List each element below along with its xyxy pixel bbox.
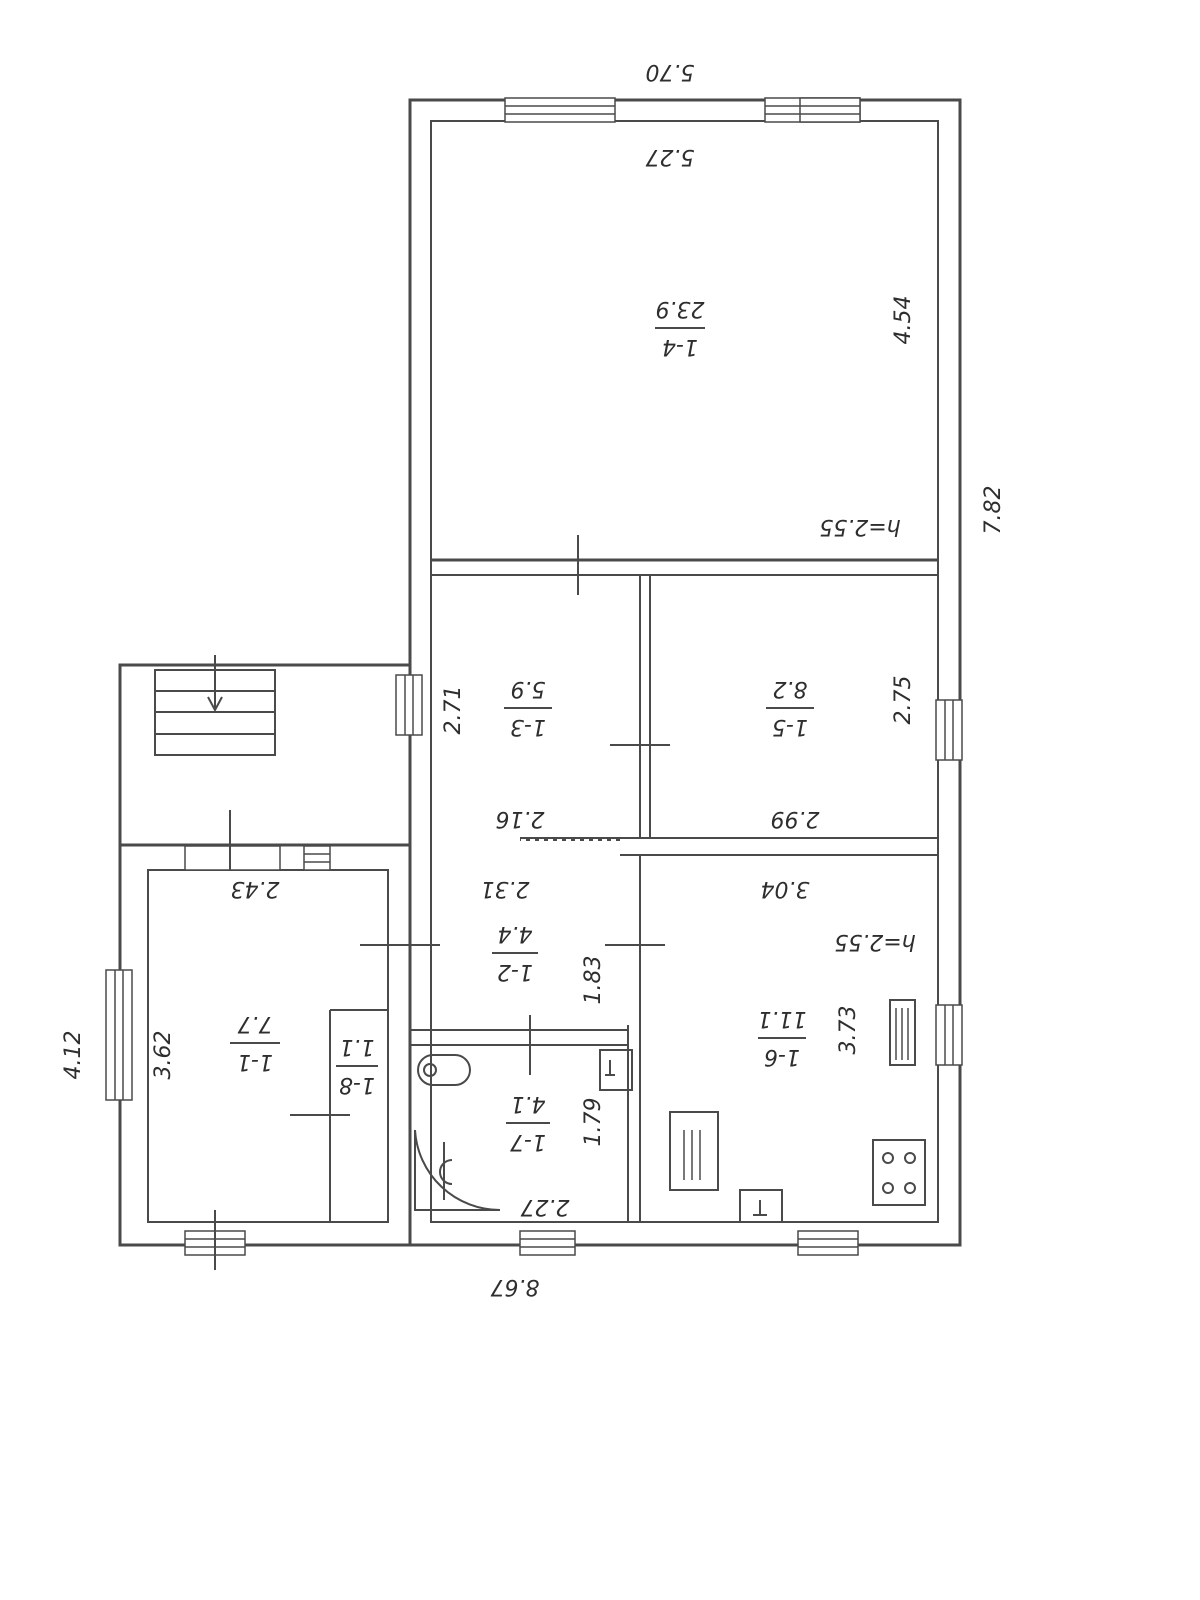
room-r17-id: 1-7 [510, 1129, 546, 1154]
dim-right-outer: 7.82 [981, 486, 1006, 535]
room-r13-id: 1-3 [510, 714, 546, 739]
dim-r12-width: 1.83 [581, 956, 606, 1005]
stairs [154, 655, 276, 756]
counter-icon [739, 1189, 783, 1223]
dim-top-outer: 5.70 [646, 59, 695, 84]
ceiling-r16: h=2.55 [834, 929, 915, 954]
windows [105, 97, 963, 1256]
dim-r13-depth: 2.16 [496, 806, 545, 831]
dim-r17-depth: 2.27 [521, 1194, 570, 1219]
room-r18-area: 1.1 [340, 1034, 375, 1059]
room-r11-area: 7.7 [238, 1011, 273, 1036]
room-r15-area: 8.2 [773, 676, 808, 701]
dim-r11-depth: 2.43 [231, 876, 280, 901]
washbasin-icon [599, 1049, 633, 1091]
interior-walls [329, 558, 938, 1222]
room-r18-id: 1-8 [339, 1072, 375, 1097]
dim-r13-width: 2.71 [441, 686, 466, 735]
dim-left-outer: 4.12 [61, 1031, 86, 1080]
stair-arrow-icon [207, 655, 223, 713]
dim-r15-depth: 2.99 [771, 806, 820, 831]
dim-r15-width: 2.75 [891, 676, 916, 725]
toilet-icon [417, 1054, 471, 1086]
stove-icon [872, 1139, 926, 1206]
room-r12-area: 4.4 [498, 921, 533, 946]
ceiling-r14: h=2.55 [819, 514, 900, 539]
dim-r16-width: 3.73 [836, 1006, 861, 1055]
shower-icon [414, 1129, 501, 1212]
plan-group: 5.70 5.27 7.82 8.67 4.12 4.54 h=2.55 1-4… [61, 59, 1006, 1299]
room-r16-area: 11.1 [758, 1006, 807, 1031]
dim-top-inner: 5.27 [646, 144, 695, 169]
room-r13-area: 5.9 [511, 676, 546, 701]
labels: 5.70 5.27 7.82 8.67 4.12 4.54 h=2.55 1-4… [61, 59, 1006, 1299]
dim-r11-width: 3.62 [151, 1031, 176, 1080]
dim-r16-depth: 3.04 [761, 876, 810, 901]
room-r14-area: 23.9 [656, 296, 705, 321]
room-r15-id: 1-5 [772, 714, 808, 739]
sink-icon [669, 1111, 719, 1191]
dim-r17-width: 1.79 [581, 1098, 606, 1147]
room-r17-area: 4.1 [511, 1091, 546, 1116]
doors [214, 535, 670, 1270]
dim-r14-height: 4.54 [891, 296, 916, 345]
room-r14-id: 1-4 [662, 334, 698, 359]
dim-r12-depth: 2.31 [481, 876, 530, 901]
room-r12-id: 1-2 [497, 959, 533, 984]
dim-bottom-outer: 8.67 [491, 1274, 540, 1299]
room-r16-id: 1-6 [764, 1044, 800, 1069]
room-r11-id: 1-1 [237, 1049, 273, 1074]
heater-icon [889, 999, 916, 1066]
